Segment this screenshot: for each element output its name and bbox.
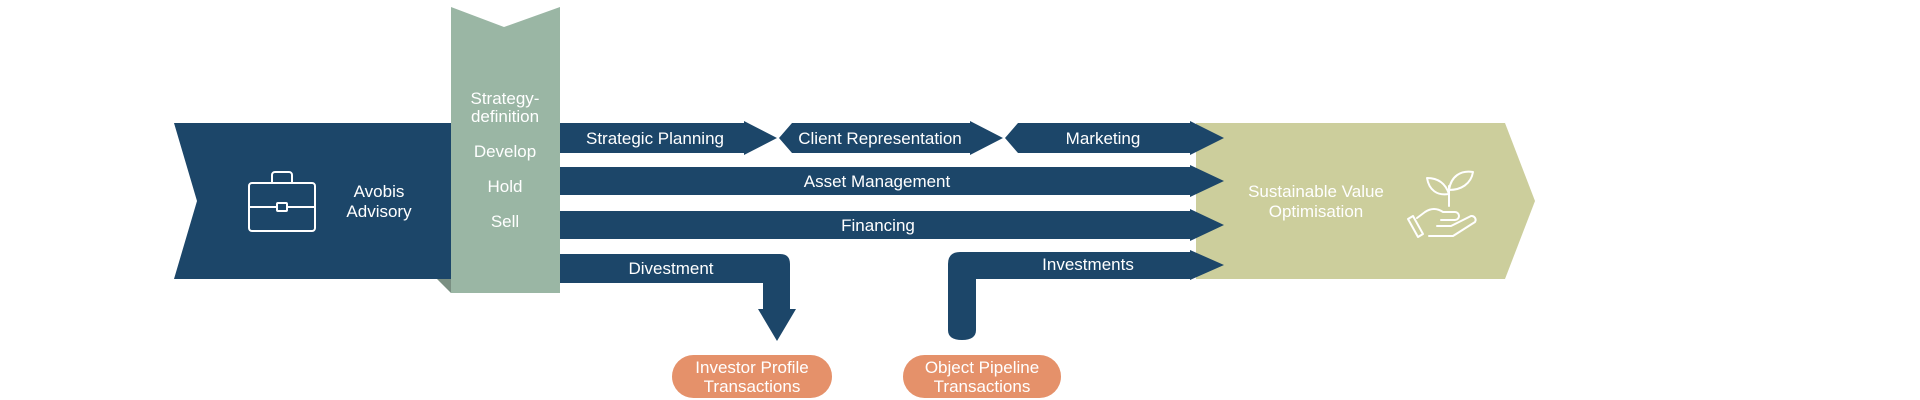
arrow-marketing (1005, 121, 1224, 155)
sustainable-title-line1: Sustainable Value (1248, 182, 1384, 201)
phase-item-hold: Hold (488, 177, 523, 196)
arrow-investments (948, 250, 1224, 340)
arrow-strategic-planning (560, 121, 777, 155)
avobis-advisory-block (174, 123, 470, 279)
arrow-client-representation (779, 121, 1003, 155)
pill-investor-profile (672, 355, 832, 398)
phase-item-definition: definition (471, 107, 539, 126)
phase-column (451, 7, 560, 293)
phase-item-strategy: Strategy- (471, 89, 540, 108)
arrow-divestment (560, 254, 796, 341)
financing-label: Financing (841, 216, 915, 235)
investor-profile-line2: Transactions (704, 377, 801, 396)
investments-label: Investments (1042, 255, 1134, 274)
sustainable-value-block (1196, 123, 1535, 279)
divestment-label: Divestment (628, 259, 713, 278)
phase-item-sell: Sell (491, 212, 519, 231)
investor-profile-line1: Investor Profile (695, 358, 808, 377)
asset-management-label: Asset Management (804, 172, 951, 191)
plant-in-hand-icon (1407, 170, 1477, 238)
marketing-label: Marketing (1066, 129, 1141, 148)
sustainable-title-line2: Optimisation (1269, 202, 1363, 221)
phase-item-develop: Develop (474, 142, 536, 161)
client-representation-label: Client Representation (798, 129, 961, 148)
object-pipeline-line1: Object Pipeline (925, 358, 1039, 377)
briefcase-icon (248, 171, 316, 232)
strategic-planning-label: Strategic Planning (586, 129, 724, 148)
avobis-title-line2: Advisory (346, 202, 412, 221)
arrow-financing (560, 209, 1224, 241)
object-pipeline-line2: Transactions (934, 377, 1031, 396)
pill-object-pipeline (903, 355, 1061, 398)
arrow-asset-management (560, 165, 1224, 197)
avobis-title-line1: Avobis (354, 182, 405, 201)
